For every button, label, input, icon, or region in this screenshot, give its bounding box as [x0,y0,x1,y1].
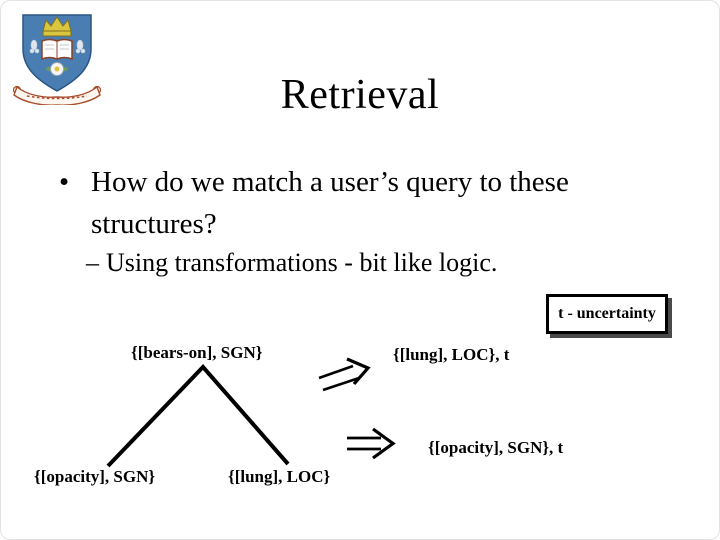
university-crest-logo [13,14,101,105]
crest-right-sheaf-icon [75,39,86,54]
bullet-text: How do we match a user’s query to these … [91,166,569,240]
crest-left-sheaf-icon [29,39,40,54]
crest-rose-icon [46,62,68,76]
tree-root-label: {[bears-on], SGN} [131,343,263,362]
double-arrow-up-right-icon [318,357,371,392]
bullet-marker: • [59,166,70,198]
sub-bullet-marker: – [86,248,99,277]
sub-bullet-item: – Using transformations - bit like logic… [86,246,646,280]
slide-title: Retrieval [280,72,440,118]
crest-book-icon [41,38,73,61]
crest-crown-icon [42,16,72,37]
tree-right-leaf-label: {[lung], LOC} [228,467,331,486]
bullet-item: • How do we match a user’s query to thes… [59,161,639,245]
tree-left-leaf-label: {[opacity], SGN} [34,467,156,486]
double-arrow-right-icon [347,427,396,460]
uncertainty-box: t - uncertainty [546,294,668,334]
diagram-canvas [106,357,396,468]
crest-banner-icon [13,85,101,105]
result-bottom-label: {[opacity], SGN}, t [428,438,564,457]
uncertainty-box-label: t - uncertainty [558,305,656,322]
sub-bullet-text: Using transformations - bit like logic. [106,248,498,277]
tree-branch-lines [106,364,290,468]
result-top-label: {[lung], LOC}, t [393,345,510,364]
